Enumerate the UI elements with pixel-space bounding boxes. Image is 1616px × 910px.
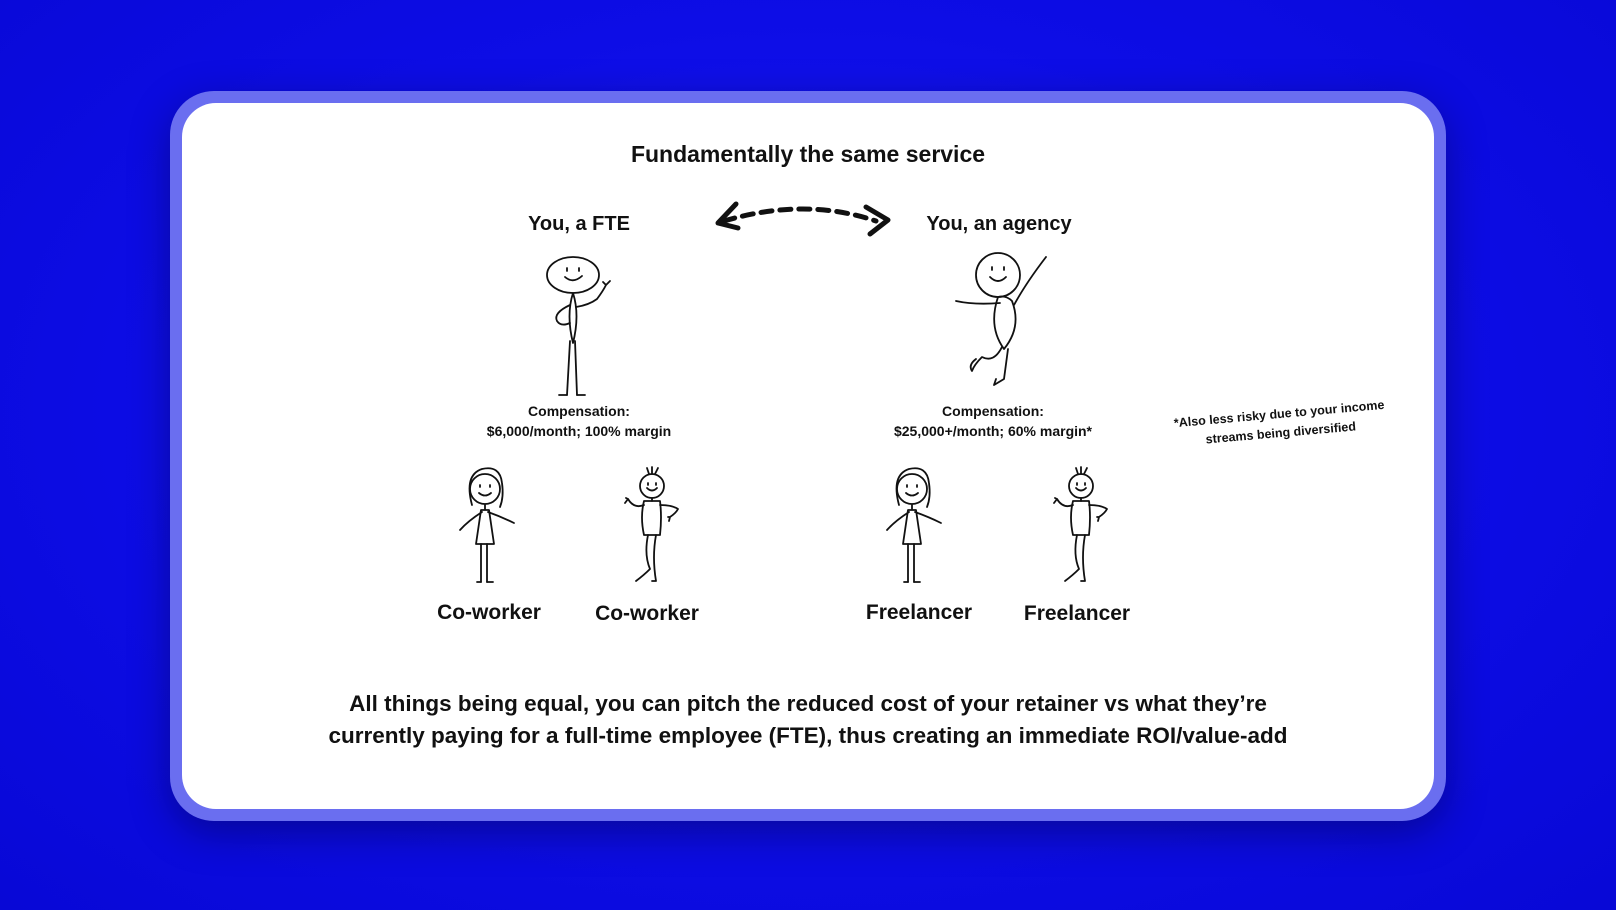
freelancer-1-label: Freelancer (865, 601, 973, 624)
coworker-1-label: Co-worker (437, 601, 541, 624)
footer-text: All things being equal, you can pitch th… (182, 688, 1434, 752)
bidirectional-dashed-arrow-icon (715, 201, 891, 237)
footer-line-2: currently paying for a full-time employe… (328, 723, 1288, 748)
agency-label: You, an agency (926, 213, 1072, 235)
slide-card: Fundamentally the same service You, a FT… (182, 103, 1434, 809)
agency-compensation-value: $25,000+/month; 60% margin* (893, 423, 1093, 439)
coworker-stick-figure-icon (459, 467, 515, 583)
slide-title: Fundamentally the same service (630, 141, 986, 167)
fte-compensation: Compensation: $6,000/month; 100% margin (454, 401, 704, 441)
agency-compensation: Compensation: $25,000+/month; 60% margin… (868, 401, 1118, 441)
freelancer-2-label: Freelancer (1023, 602, 1131, 625)
freelancer-stick-figure-icon (1053, 466, 1108, 582)
agency-compensation-title: Compensation: (942, 403, 1044, 419)
coworker-stick-figure-icon (624, 466, 679, 582)
freelancer-stick-figure-icon (886, 467, 942, 583)
agency-stick-figure-icon (955, 252, 1047, 386)
fte-compensation-value: $6,000/month; 100% margin (486, 423, 672, 439)
risk-note: *Also less risky due to your income stre… (1173, 397, 1385, 447)
fte-label: You, a FTE (528, 213, 630, 235)
fte-stick-figure-icon (546, 256, 611, 396)
coworker-2-label: Co-worker (595, 602, 699, 625)
fte-compensation-title: Compensation: (528, 403, 630, 419)
footer-line-1: All things being equal, you can pitch th… (349, 691, 1267, 716)
